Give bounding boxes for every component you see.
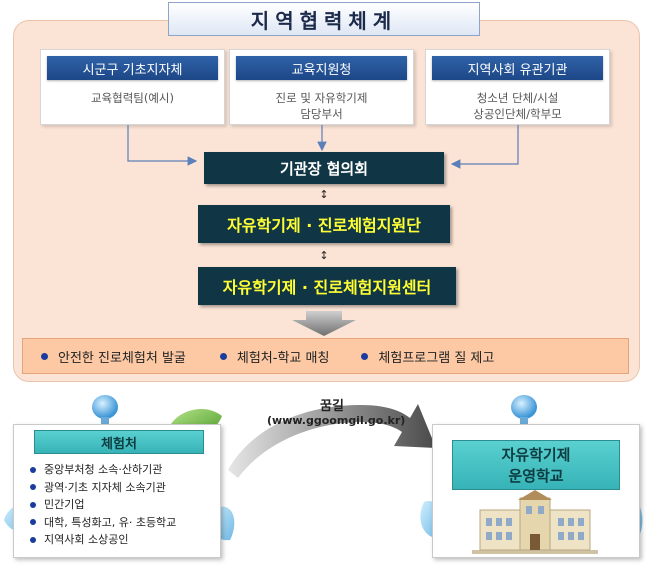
agency-header: 지역사회 유관기관 bbox=[432, 56, 603, 80]
council-heads: 기관장 협의회 bbox=[204, 152, 444, 184]
bullet-icon bbox=[30, 484, 36, 491]
school-line: 자유학기제 bbox=[501, 446, 571, 464]
agency-header: 시군구 기초지자체 bbox=[47, 56, 218, 80]
feature-label: 안전한 진로체험처 발굴 bbox=[58, 350, 186, 366]
bullet-icon bbox=[41, 352, 48, 360]
route-url: (www.ggoomgil.go.kr) bbox=[267, 414, 406, 427]
support-group: 자유학기제 · 진로체험지원단 bbox=[198, 205, 450, 243]
agency-community: 지역사회 유관기관 청소년 단체/시설 상공인단체/학부모 bbox=[425, 49, 610, 125]
curved-route-arrow bbox=[228, 404, 436, 478]
page-title: 지역협력체계 bbox=[168, 2, 480, 36]
agency-line: 청소년 단체/시설 bbox=[476, 91, 559, 105]
link-arrow-1: ↕ bbox=[319, 188, 329, 201]
bullet-icon bbox=[30, 519, 36, 526]
school-building-icon bbox=[472, 490, 598, 554]
list-item: 민간기업 bbox=[30, 496, 176, 514]
pin-icon bbox=[92, 395, 118, 419]
agency-line: 담당부서 bbox=[300, 107, 343, 121]
list-item: 광역·기초 지자체 소속기관 bbox=[30, 479, 176, 497]
agency-line: 진로 및 자유학기제 bbox=[275, 91, 368, 105]
link-arrow-2: ↕ bbox=[319, 249, 329, 262]
support-center: 자유학기제 · 진로체험지원센터 bbox=[198, 267, 456, 305]
school-header: 자유학기제 운영학교 bbox=[452, 440, 620, 490]
down-arrow bbox=[292, 311, 356, 336]
bullet-icon bbox=[361, 352, 369, 360]
feature-label: 체험처-학교 매칭 bbox=[236, 350, 330, 366]
feature-item: 체험프로그램 질 제고 bbox=[361, 347, 494, 366]
bullet-icon bbox=[30, 536, 36, 543]
list-item: 대학, 특성화고, 유· 초등학교 bbox=[30, 514, 176, 532]
route-name: 꿈길 bbox=[320, 399, 344, 414]
arrow-right-to-council bbox=[450, 125, 519, 169]
school-line: 운영학교 bbox=[508, 467, 564, 485]
pin-icon bbox=[511, 395, 537, 419]
feature-item: 체험처-학교 매칭 bbox=[219, 347, 330, 366]
feature-label: 체험프로그램 질 제고 bbox=[378, 350, 495, 366]
feature-item: 안전한 진로체험처 발굴 bbox=[41, 347, 186, 366]
list-item: 지역사회 소상공인 bbox=[30, 531, 176, 549]
route-label: 꿈길 (www.ggoomgil.go.kr) bbox=[267, 395, 406, 427]
agency-line: 상공인단체/학부모 bbox=[473, 107, 562, 121]
agency-local-government: 시군구 기초지자체 교육협력팀(예시) bbox=[40, 49, 225, 125]
experience-sources-list: 중앙부처청 소속·산하기관 광역·기초 지자체 소속기관 민간기업 대학, 특성… bbox=[30, 461, 176, 549]
bullet-icon bbox=[30, 466, 36, 473]
bullet-icon bbox=[30, 501, 36, 508]
agency-education-office: 교육지원청 진로 및 자유학기제 담당부서 bbox=[229, 49, 414, 125]
agency-header: 교육지원청 bbox=[236, 56, 407, 80]
experience-sources-header: 체험처 bbox=[34, 430, 204, 454]
arrow-left-to-council bbox=[127, 125, 198, 166]
feature-bar: 안전한 진로체험처 발굴 체험처-학교 매칭 체험프로그램 질 제고 bbox=[22, 338, 629, 374]
list-item: 중앙부처청 소속·산하기관 bbox=[30, 461, 176, 479]
bullet-icon bbox=[219, 352, 227, 360]
agency-line: 교육협력팀(예시) bbox=[90, 91, 175, 105]
